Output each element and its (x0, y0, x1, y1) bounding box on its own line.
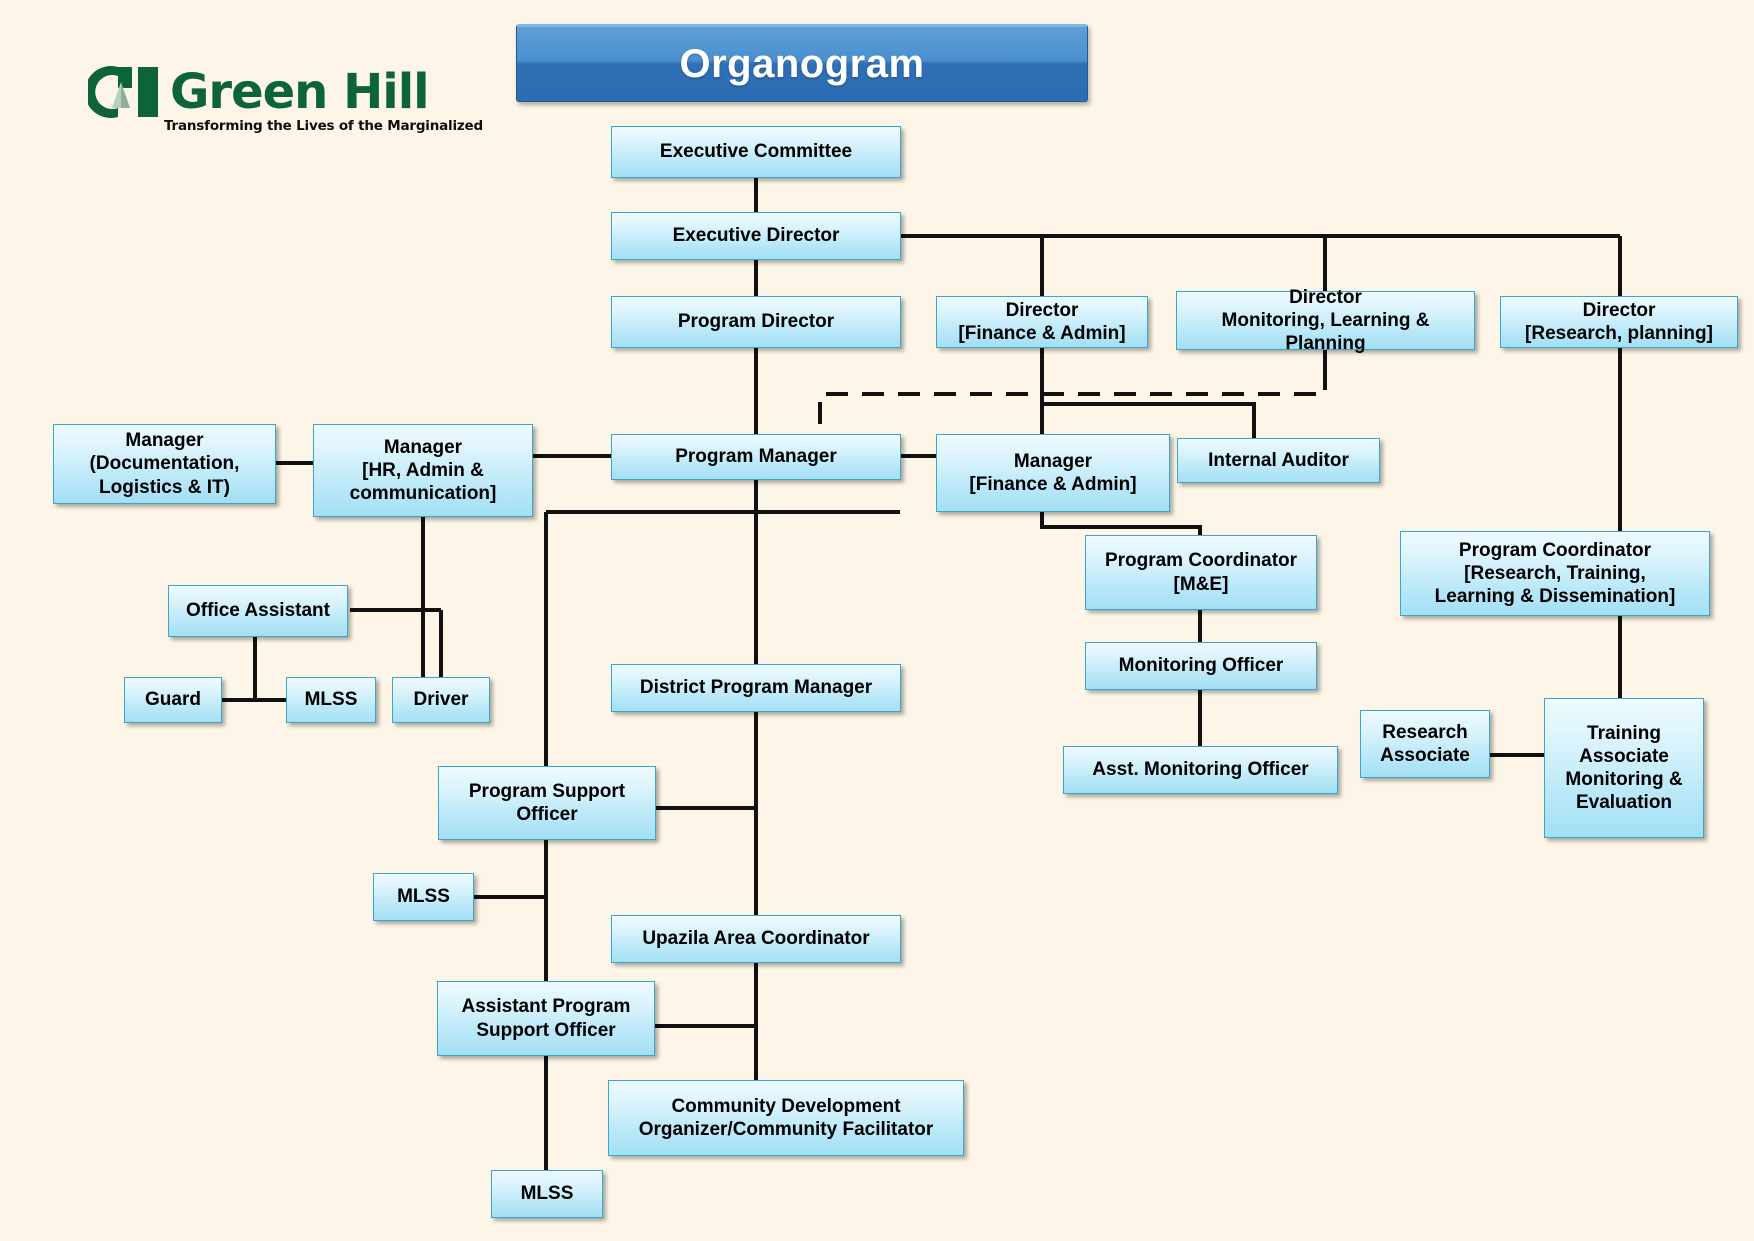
node-label-line: Manager (125, 430, 204, 452)
node-label-line: Director (1289, 286, 1362, 308)
node-label: District Program Manager (639, 677, 873, 699)
node-label-line: Community Development (671, 1095, 901, 1117)
node-label: MLSS (520, 1183, 574, 1205)
node-label: Program Manager (675, 446, 837, 468)
node-guard[interactable]: Guard (124, 677, 222, 723)
node-program-coordinator-research[interactable]: Program Coordinator [Research, Training,… (1400, 531, 1710, 616)
node-label: MLSS (304, 689, 358, 711)
node-label-line: [HR, Admin & (362, 459, 484, 481)
node-label-line: Director (1582, 299, 1656, 321)
node-executive-committee[interactable]: Executive Committee (611, 126, 901, 178)
node-label: Guard (145, 689, 201, 711)
node-label-line: communication] (349, 483, 497, 505)
node-label-line: Manager (383, 436, 463, 458)
node-label-line: [Finance & Admin] (969, 474, 1137, 495)
node-label-line: Planning (1285, 333, 1366, 355)
node-internal-auditor[interactable]: Internal Auditor (1177, 438, 1380, 483)
node-label: Program Director (677, 311, 835, 333)
node-label-line: Monitoring, Learning & (1221, 309, 1430, 331)
node-community-development-organizer[interactable]: Community Development Organizer/Communit… (608, 1080, 964, 1156)
node-label-line: [Research, Training, (1464, 562, 1646, 584)
node-label-line: Director (1005, 299, 1079, 321)
node-manager-finance-admin[interactable]: Manager [Finance & Admin] (936, 434, 1170, 512)
node-label-line: Organizer/Community Facilitator (638, 1119, 934, 1140)
node-program-support-officer[interactable]: Program Support Officer (438, 766, 656, 840)
node-label-line: Program Support (468, 780, 626, 802)
node-manager-hr-admin-communication[interactable]: Manager [HR, Admin & communication] (313, 424, 533, 517)
node-label-line: [M&E] (1173, 573, 1229, 595)
node-label-line: Support Officer (476, 1019, 616, 1041)
node-label-line: Associate (1380, 745, 1470, 766)
node-district-program-manager[interactable]: District Program Manager (611, 664, 901, 712)
page-title: Organogram (679, 41, 925, 86)
node-label-line: Manager (1013, 450, 1093, 472)
brand-name: Green Hill (170, 64, 430, 120)
node-label: Monitoring Officer (1118, 655, 1284, 677)
node-research-associate[interactable]: Research Associate (1360, 710, 1490, 778)
node-training-associate-monitoring-evaluation[interactable]: Training Associate Monitoring & Evaluati… (1544, 698, 1704, 838)
node-label: Driver (413, 689, 469, 711)
node-label-line: Assistant Program (461, 996, 631, 1018)
node-label-line: Logistics & IT) (99, 476, 230, 498)
node-monitoring-officer[interactable]: Monitoring Officer (1085, 642, 1317, 690)
node-driver[interactable]: Driver (392, 677, 490, 723)
node-label-line: Evaluation (1575, 792, 1673, 814)
node-program-director[interactable]: Program Director (611, 296, 901, 348)
node-label: Executive Committee (659, 141, 853, 163)
green-hill-monogram-icon (88, 66, 158, 118)
page-title-banner: Organogram (516, 24, 1088, 102)
node-program-manager[interactable]: Program Manager (611, 434, 901, 480)
node-label: MLSS (397, 886, 450, 908)
node-label: Asst. Monitoring Officer (1092, 759, 1309, 781)
node-label-line: Officer (516, 804, 578, 825)
node-mlss-admin[interactable]: MLSS (286, 677, 376, 723)
node-label-line: Monitoring & (1565, 769, 1683, 790)
node-asst-monitoring-officer[interactable]: Asst. Monitoring Officer (1063, 746, 1338, 794)
brand-tagline: Transforming the Lives of the Marginaliz… (164, 118, 483, 134)
node-director-research-planning[interactable]: Director [Research, planning] (1500, 296, 1738, 348)
node-label-line: (Documentation, (89, 453, 240, 475)
node-label: Office Assistant (186, 600, 330, 622)
node-label: Internal Auditor (1208, 449, 1349, 471)
brand-logo: Green Hill Transforming the Lives of the… (88, 62, 483, 134)
node-label: Executive Director (672, 225, 840, 247)
node-label-line: Program Coordinator (1104, 550, 1298, 572)
node-mlss-bottom[interactable]: MLSS (491, 1170, 603, 1218)
node-manager-documentation-logistics-it[interactable]: Manager (Documentation, Logistics & IT) (53, 424, 276, 504)
node-label-line: [Finance & Admin] (958, 323, 1126, 344)
node-director-monitoring-learning-planning[interactable]: Director Monitoring, Learning & Planning (1176, 287, 1475, 354)
node-label: Upazila Area Coordinator (642, 928, 870, 950)
node-program-coordinator-me[interactable]: Program Coordinator [M&E] (1085, 535, 1317, 610)
node-label-line: Training (1587, 722, 1661, 744)
node-label-line: Learning & Dissemination] (1434, 586, 1676, 608)
node-upazila-area-coordinator[interactable]: Upazila Area Coordinator (611, 915, 901, 963)
node-mlss-support[interactable]: MLSS (373, 873, 474, 921)
node-director-finance-admin[interactable]: Director [Finance & Admin] (936, 296, 1148, 348)
node-assistant-program-support-officer[interactable]: Assistant Program Support Officer (437, 981, 655, 1056)
node-label-line: Research (1382, 721, 1468, 743)
node-executive-director[interactable]: Executive Director (611, 212, 901, 260)
node-label-line: [Research, planning] (1525, 323, 1713, 344)
node-label-line: Program Coordinator (1458, 539, 1652, 561)
node-label-line: Associate (1579, 745, 1669, 767)
node-office-assistant[interactable]: Office Assistant (168, 585, 348, 637)
